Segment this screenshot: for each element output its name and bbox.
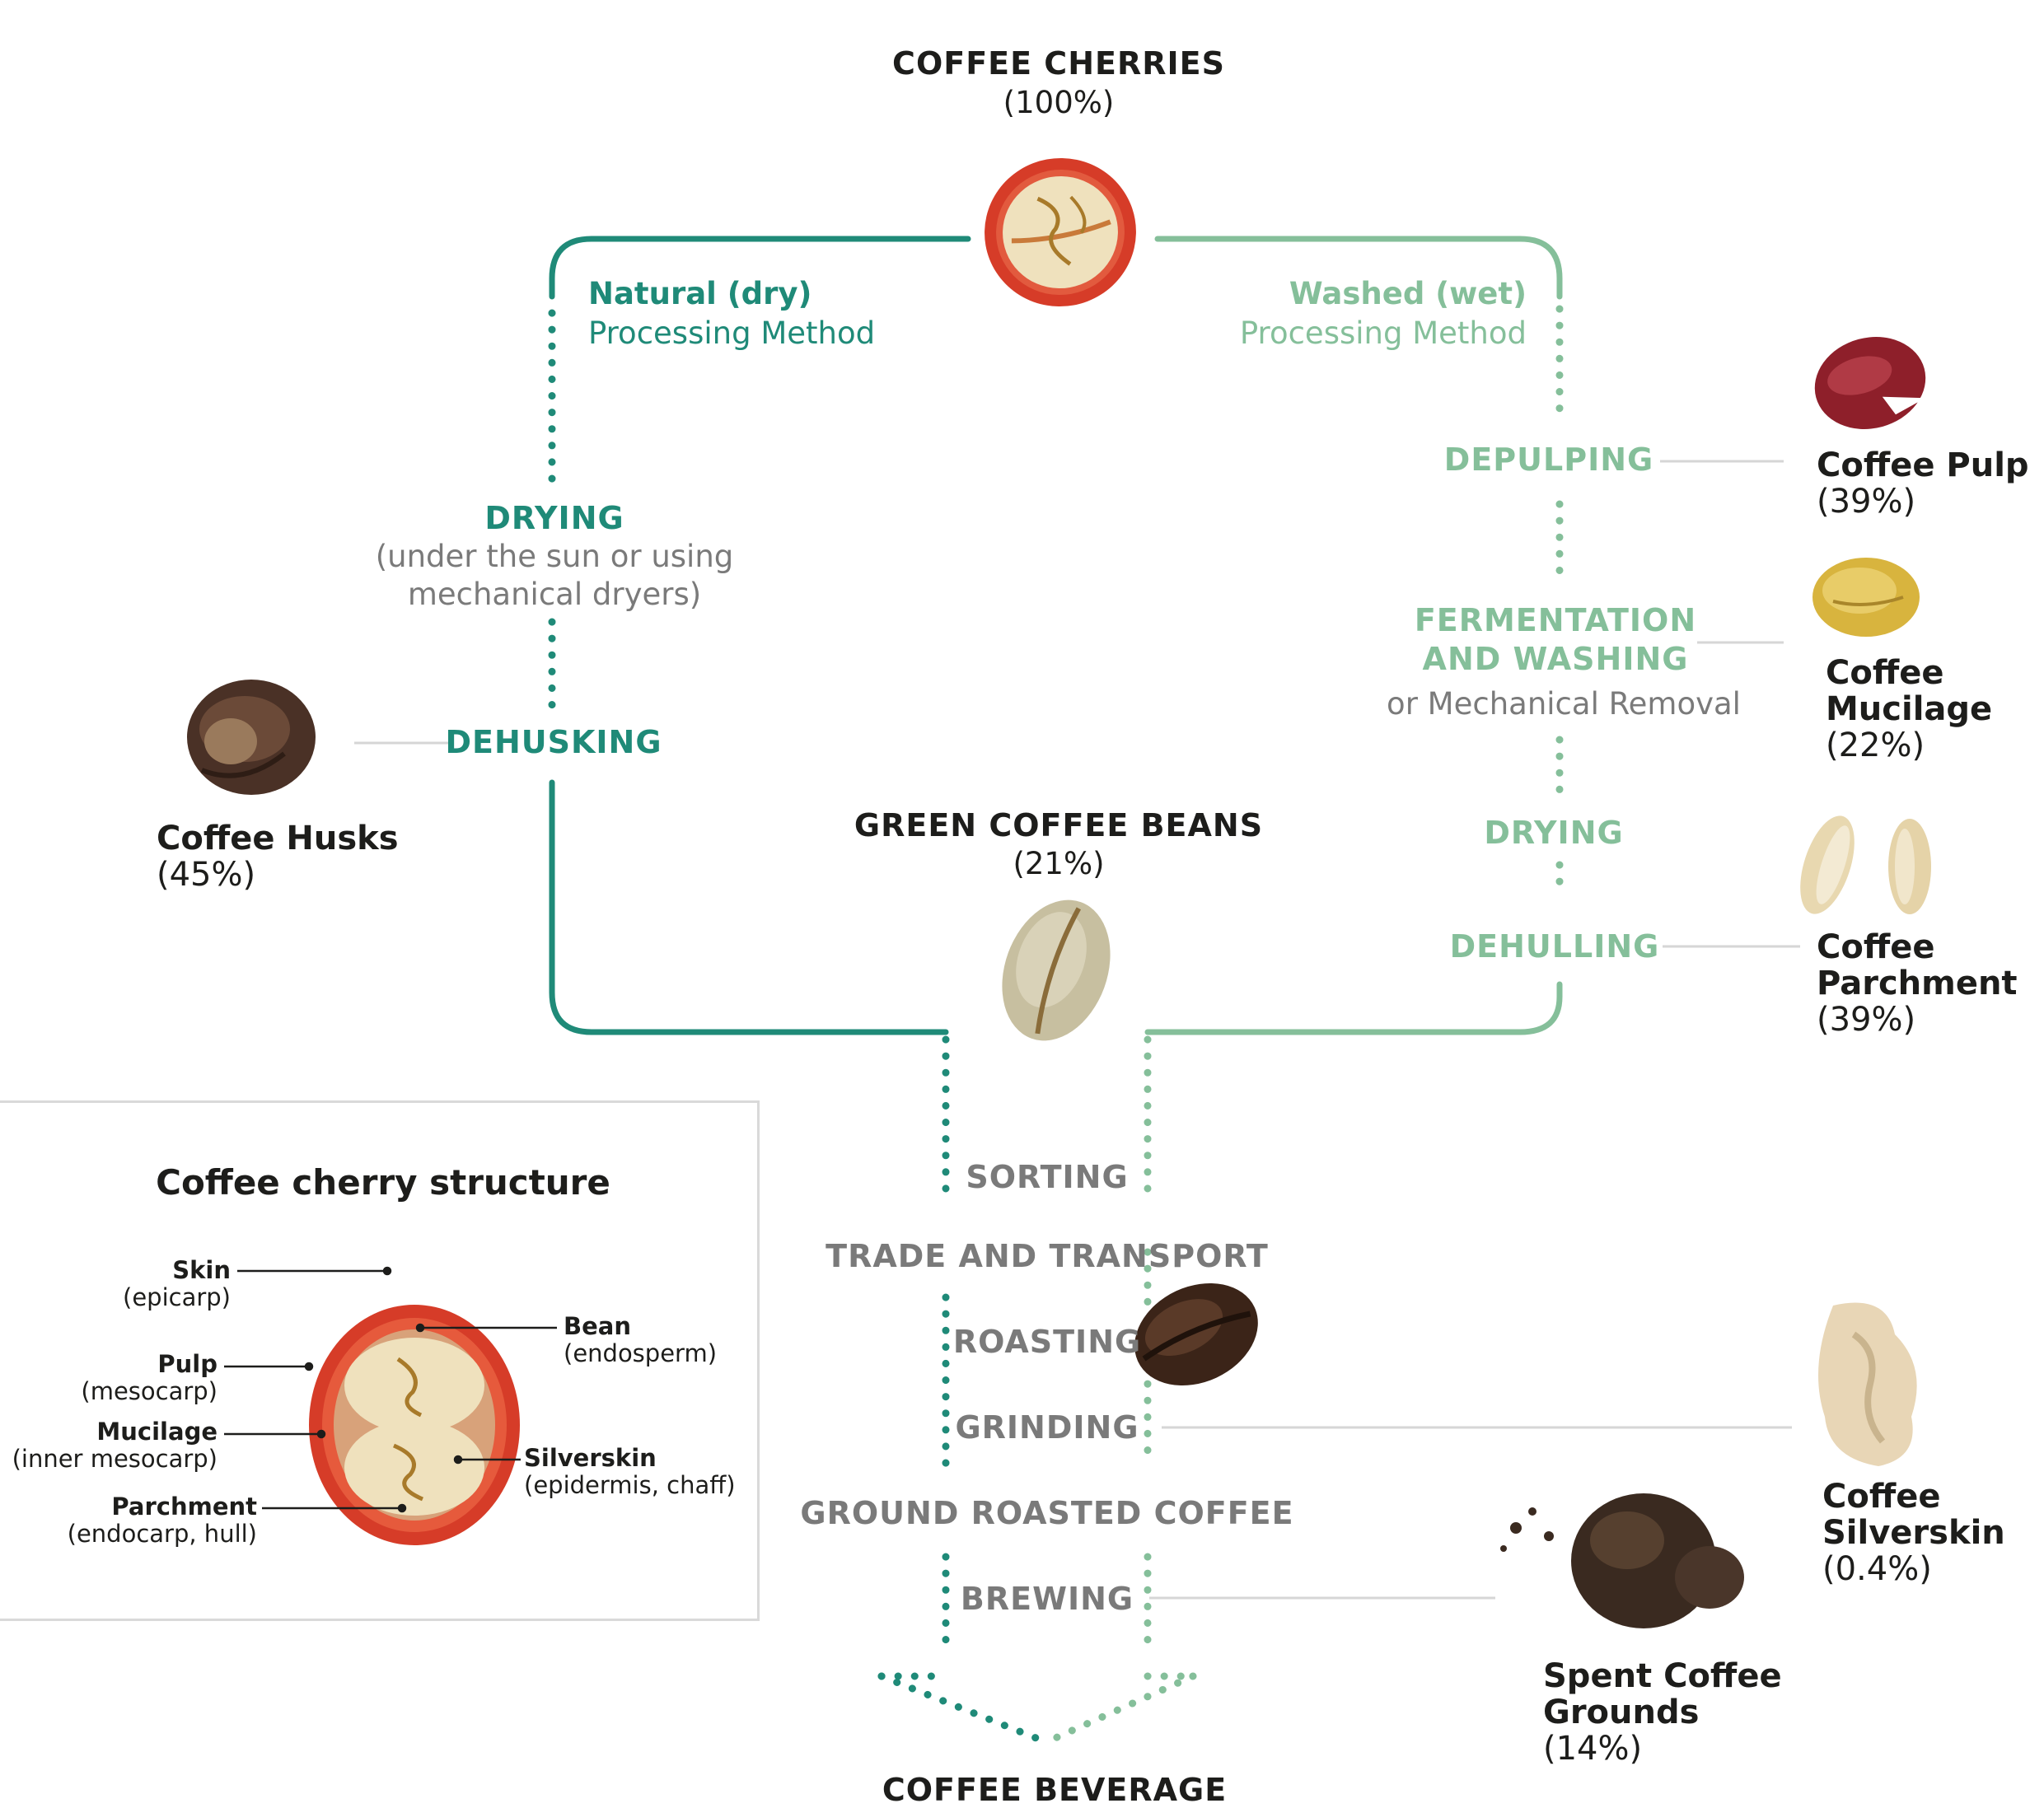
structure-parchment: Parchment(endocarp, hull): [67, 1493, 257, 1549]
step-trade: TRADE AND TRANSPORT: [826, 1238, 1269, 1274]
natural-path-bottom: [549, 779, 949, 1035]
natural-path-top: [549, 236, 971, 300]
step-sorting: SORTING: [966, 1159, 1129, 1195]
roasted-bean-icon: [1134, 1282, 1258, 1386]
top-title: COFFEE CHERRIES: [892, 45, 1225, 82]
natural-drying-note-2: mechanical dryers): [407, 577, 702, 612]
natural-method-sub: Processing Method: [588, 315, 876, 351]
coffee-cherry-cross-section-icon: [985, 157, 1136, 307]
step-brewing: BREWING: [960, 1581, 1134, 1617]
washed-path-bottom: [1144, 981, 1563, 1035]
green-beans-title: GREEN COFFEE BEANS: [854, 807, 1264, 843]
spent-grounds-icon: [1500, 1493, 1744, 1628]
top-pct: (100%): [1003, 85, 1115, 120]
structure-title: Coffee cherry structure: [156, 1162, 610, 1203]
pulp-skin-icon: [1814, 337, 1926, 429]
step-roasting: ROASTING: [952, 1324, 1142, 1360]
washed-fermentation-note: or Mechanical Removal: [1387, 686, 1741, 722]
washed-fermentation-1: FERMENTATION: [1414, 602, 1697, 638]
washed-method-sub: Processing Method: [1239, 315, 1527, 351]
step-ground-roasted: GROUND ROASTED COFFEE: [800, 1495, 1294, 1531]
step-grinding: GRINDING: [955, 1409, 1139, 1446]
structure-silverskin: Silverskin(epidermis, chaff): [524, 1444, 736, 1500]
washed-method-title: Washed (wet): [1289, 276, 1527, 311]
structure-skin: Skin(epicarp): [123, 1256, 231, 1312]
pulp-label: Coffee Pulp(39%): [1817, 446, 2029, 521]
structure-pulp: Pulp(mesocarp): [81, 1350, 217, 1406]
washed-drying: DRYING: [1484, 815, 1624, 851]
green-bean-icon: [1002, 899, 1111, 1041]
parchment-shell-icon: [1800, 815, 1931, 914]
natural-dehusking: DEHUSKING: [445, 724, 662, 760]
cherry-structure-illustration-icon: [309, 1305, 520, 1545]
natural-drying-note-1: (under the sun or using: [375, 539, 734, 574]
husks-label: Coffee Husks(45%): [157, 820, 399, 894]
silverskin-flake-icon: [1818, 1302, 1917, 1466]
dried-husk-icon: [187, 680, 316, 795]
structure-leader-lines: [224, 1266, 557, 1513]
mucilage-bean-icon: [1812, 558, 1920, 637]
washed-fermentation-2: AND WASHING: [1422, 641, 1689, 677]
washed-path-top: [1154, 236, 1563, 300]
natural-drying: DRYING: [484, 500, 624, 536]
structure-bean: Bean(endosperm): [564, 1312, 718, 1368]
structure-mucilage: Mucilage(inner mesocarp): [12, 1418, 217, 1474]
natural-method-title: Natural (dry): [588, 276, 812, 311]
bottom-title: COFFEE BEVERAGE: [882, 1772, 1228, 1808]
green-beans-pct: (21%): [1013, 846, 1105, 881]
washed-depulping: DEPULPING: [1443, 441, 1654, 478]
beverage-arrowhead: [877, 1672, 1197, 1746]
washed-dehulling: DEHULLING: [1449, 928, 1660, 965]
